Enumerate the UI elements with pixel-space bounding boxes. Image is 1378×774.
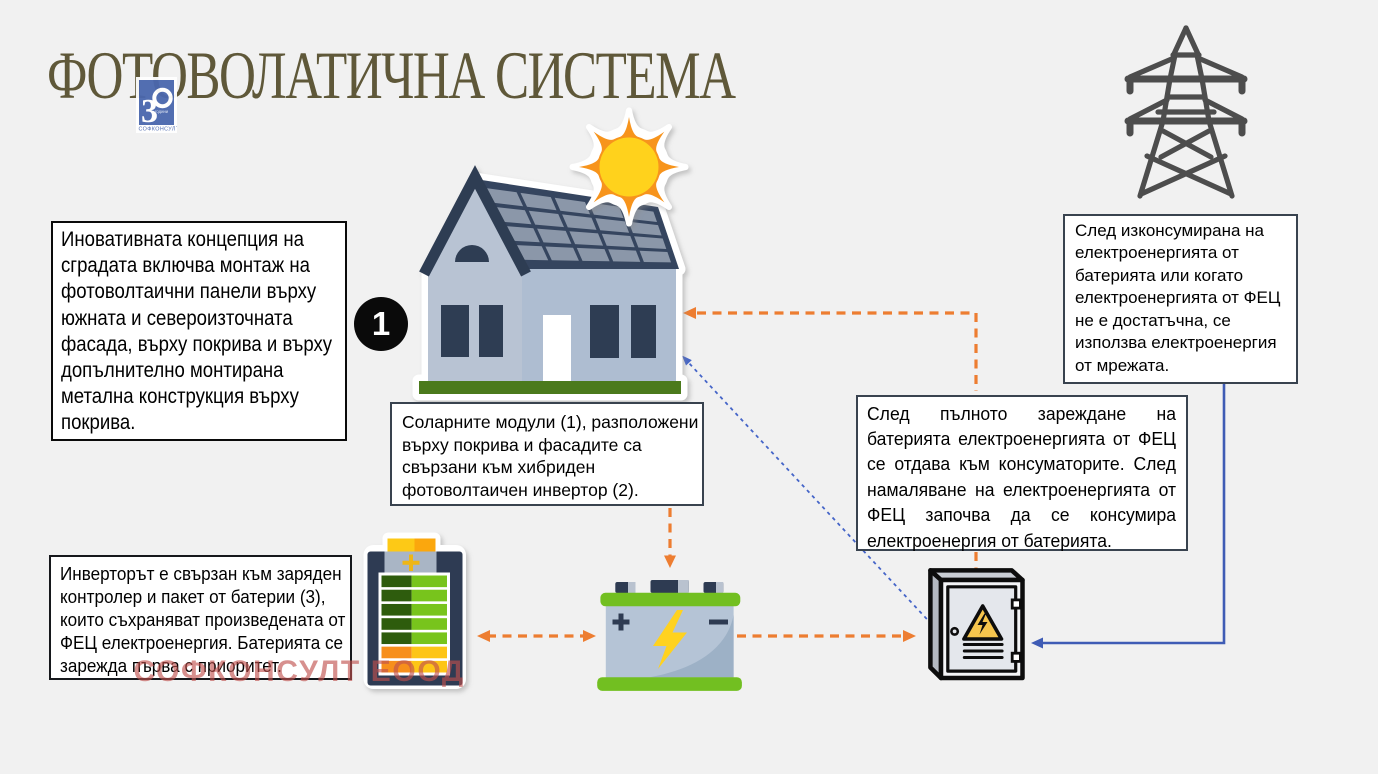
logo-years: години xyxy=(155,109,169,114)
battery-terminals xyxy=(615,580,724,593)
arrow-cabinet-to-house xyxy=(682,355,938,631)
arrow-grid-to-house-line xyxy=(697,311,978,391)
text-line: фотоволтаични панели върху xyxy=(61,280,317,304)
text-line: не е достатъчна, се xyxy=(1075,310,1231,330)
arrowhead-to-carbattery xyxy=(583,630,596,642)
arrow-gridbox-to-cabinet xyxy=(1031,384,1226,649)
arrowhead-to-batterypack xyxy=(477,630,490,642)
logo-zero xyxy=(152,87,173,109)
sofconsult-logo: 3 години СОФКОНСУЛТ xyxy=(136,77,179,133)
cabinet-vents xyxy=(962,643,1004,659)
text-line: покрива. xyxy=(61,411,136,435)
text-line: След изконсумирана на xyxy=(1075,220,1264,240)
text-line: южната и североизточната xyxy=(61,306,293,330)
textbox-consumers: След пълното зареждане на батерията елект… xyxy=(855,394,1188,554)
text-line: се отдава към консуматорите. След xyxy=(867,454,1177,476)
text-line: Инверторът е свързан към заряден xyxy=(59,563,342,585)
number-badge: 1 xyxy=(354,297,408,351)
text-line: батерията електроенергията от ФЕЦ xyxy=(867,428,1177,450)
text-line: от мрежата. xyxy=(1075,356,1170,376)
text-line: След пълното зареждане на xyxy=(867,403,1177,425)
logo-company: СОФКОНСУЛТ xyxy=(139,127,178,133)
battery-lightning xyxy=(653,610,687,669)
textbox-text: Иновативната концепция на сградата включв… xyxy=(61,227,333,437)
solar-house-icon xyxy=(412,165,688,401)
text-line: които съхраняват произведената от xyxy=(59,609,345,631)
house-grass xyxy=(419,381,681,394)
text-line: фотоволтаичен инвертор (2). xyxy=(402,480,639,501)
text-line: сградата включва монтаж на xyxy=(61,254,310,278)
badge-label: 1 xyxy=(371,305,391,342)
arrowhead-into-cabinet xyxy=(903,630,916,642)
arrowhead-into-carbattery-top xyxy=(664,555,676,568)
text-line: зарежда първа с приоритет. xyxy=(59,656,282,678)
text-line: допълнително монтирана xyxy=(61,359,284,383)
house-door xyxy=(543,315,571,381)
text-line: контролер и пакет от батерии (3), xyxy=(59,586,325,608)
gable-roof-beams xyxy=(419,165,531,277)
sun-icon xyxy=(569,107,689,227)
cabinet-knob xyxy=(950,626,960,636)
textbox-text: След изконсумирана на електроенергията от… xyxy=(1075,220,1296,378)
watermark-text: СОФКОНСУЛТ ЕООД xyxy=(133,654,465,688)
text-line: батерията или когато xyxy=(1075,265,1244,285)
logo-three: 3 xyxy=(141,93,158,130)
text-line: използва електроенергия xyxy=(1075,333,1277,353)
sun-core xyxy=(599,137,659,197)
transmission-tower-icon xyxy=(1124,25,1248,199)
cabinet-warning-triangle xyxy=(962,604,1004,641)
text-line: електроенергията от ФЕЦ xyxy=(1075,288,1281,308)
text-line: електроенергията от xyxy=(1075,243,1239,263)
text-line: намаляване на електроенергията от xyxy=(867,479,1177,501)
textbox-innovation-concept: Иновативната концепция на сградата включв… xyxy=(50,220,347,441)
text-line: ФЕЦ електроенергия. Батерията се xyxy=(59,633,343,655)
solar-roof xyxy=(475,179,679,269)
text-line: метална конструкция върху xyxy=(61,385,299,409)
arrowhead-into-house xyxy=(683,307,696,319)
attic-window xyxy=(455,245,489,262)
text-line: Иновативната концепция на xyxy=(61,228,304,251)
text-line: Соларните модули (1), разположени xyxy=(402,412,699,432)
car-battery-icon xyxy=(597,580,742,691)
text-line: ФЕЦ започва да се консумира xyxy=(867,505,1177,527)
text-line: свързани към хибриден xyxy=(402,457,596,478)
electrical-cabinet-icon xyxy=(928,568,1025,681)
flow-arrows xyxy=(477,307,1226,649)
text-line: върху покрива и фасадите са xyxy=(402,434,642,455)
house-windows xyxy=(441,305,656,358)
textbox-text: След пълното зареждане на батерията елект… xyxy=(867,402,1176,554)
cabinet-hinges xyxy=(1010,598,1022,663)
text-line: електроенергия от батерията. xyxy=(867,530,1113,552)
battery-pack-icon xyxy=(363,532,466,689)
textbox-grid-energy: След изконсумирана на електроенергията от… xyxy=(1063,213,1298,384)
text-line: фасада, върху покрива и върху xyxy=(61,332,333,356)
